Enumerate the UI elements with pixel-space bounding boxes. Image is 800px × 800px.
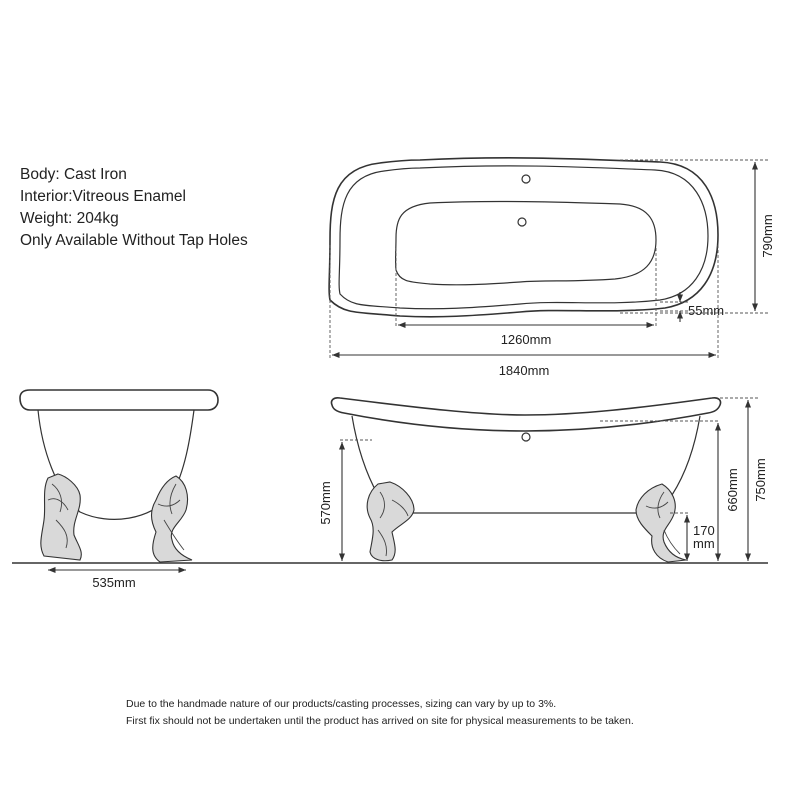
side-view: 570mm 660mm 750mm 170 mm [318, 397, 768, 563]
dim-535-label: 535mm [92, 575, 135, 590]
end-body [37, 409, 195, 520]
end-foot-right [150, 475, 193, 563]
waste-icon [517, 217, 527, 227]
spec-availability: Only Available Without Tap Holes [20, 232, 248, 249]
dim-660-label: 660mm [725, 468, 740, 511]
side-body-right [671, 415, 701, 496]
dim-750-label: 750mm [753, 458, 768, 501]
overflow-icon [521, 174, 531, 184]
end-view: 535mm [19, 389, 219, 590]
top-basin [394, 200, 657, 286]
spec-interior: Interior:Vitreous Enamel [20, 188, 186, 205]
disclaimer-line-1: Due to the handmade nature of our produc… [126, 698, 557, 710]
side-waste-icon [521, 432, 531, 442]
spec-body: Body: Cast Iron [20, 166, 127, 183]
side-rim [330, 397, 722, 432]
dim-1840-label: 1840mm [499, 363, 550, 378]
spec-list: Body: Cast Iron Interior:Vitreous Enamel… [20, 164, 248, 252]
disclaimer-line-2: First fix should not be undertaken until… [126, 715, 634, 727]
dim-790-label: 790mm [760, 214, 775, 257]
dim-1260-label: 1260mm [501, 332, 552, 347]
dim-55-label: 55mm [688, 303, 724, 318]
side-body-left [351, 415, 379, 496]
top-view: 1260mm 1840mm 790mm 55mm [328, 157, 775, 378]
dim-570-label: 570mm [318, 481, 333, 524]
side-foot-right [635, 483, 687, 563]
spec-weight: Weight: 204kg [20, 210, 119, 227]
top-inner-rim [338, 165, 709, 310]
side-foot-left [366, 481, 415, 562]
top-outer-rim [328, 157, 719, 318]
end-rim [19, 389, 219, 411]
end-foot-left [40, 473, 82, 561]
dim-170-label-b: mm [693, 536, 715, 551]
dim-170-label-a: 170 [693, 523, 715, 538]
